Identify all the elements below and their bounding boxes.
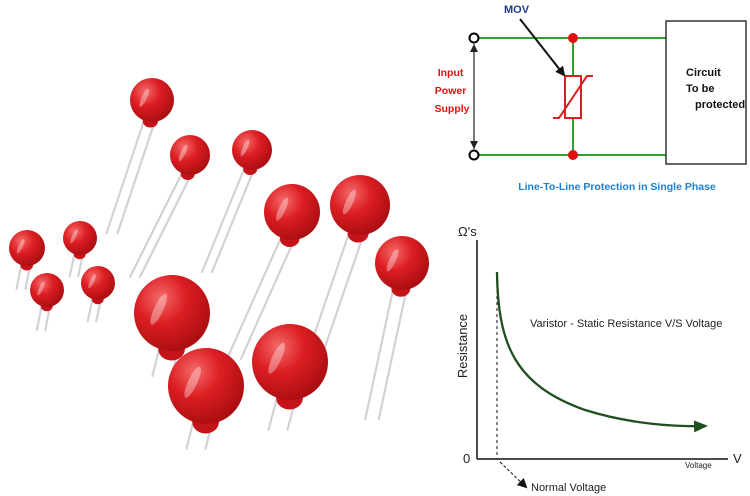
resistance-curve (495, 271, 708, 433)
protected-circuit-label-line: To be (686, 83, 715, 95)
circuit-diagram: MOV Input Power Supply Circuit To be pro… (434, 4, 747, 193)
protected-circuit-box (665, 20, 747, 165)
varistor-disc-icon (63, 221, 97, 278)
supply-label-line: Power (435, 85, 467, 97)
y-unit-label: Ω's (458, 224, 477, 239)
origin-label: 0 (463, 451, 470, 466)
supply-label: Input Power Supply (434, 67, 469, 115)
terminal-bottom (468, 149, 480, 161)
x-unit-label: V (733, 451, 742, 466)
protected-circuit-label: Circuit To be protected (686, 67, 745, 111)
supply-label-line: Input (438, 67, 464, 79)
junction-bottom (568, 150, 578, 160)
junction-top (568, 33, 578, 43)
supply-label-line: Supply (434, 103, 469, 115)
graph-title: Varistor - Static Resistance V/S Voltage (530, 318, 722, 330)
protected-circuit-label-line: protected (695, 99, 745, 111)
mov-label: MOV (504, 4, 530, 16)
varistor-disc-icon (9, 230, 45, 290)
varistor-disc-icon (200, 130, 272, 274)
varistor-disc-icon (364, 236, 429, 421)
x-axis-small-label: Voltage (685, 461, 712, 470)
varistor-photo (9, 78, 429, 450)
normal-voltage-label: Normal Voltage (531, 482, 606, 494)
terminal-top (468, 32, 480, 44)
varistor-disc-icon (128, 135, 210, 279)
varistor-disc-icon (105, 78, 174, 235)
mov-pointer-arrow (519, 18, 566, 77)
y-axis-label: Resistance (455, 314, 470, 378)
circuit-caption: Line-To-Line Protection in Single Phase (518, 181, 716, 193)
supply-arrow-down-icon (470, 141, 478, 149)
mov-symbol-icon (553, 75, 593, 119)
varistor-disc-icon (225, 184, 320, 360)
varistor-disc-icon (134, 275, 210, 377)
resistance-voltage-graph: Ω's Resistance 0 V Voltage Varistor - St… (455, 224, 742, 494)
varistor-disc-icon (252, 324, 328, 431)
varistor-disc-icon (168, 348, 244, 450)
normal-voltage-pointer-arrow (499, 461, 528, 489)
protected-circuit-label-line: Circuit (686, 67, 721, 79)
supply-arrow-up-icon (470, 44, 478, 52)
varistor-disc-icon (81, 266, 115, 323)
varistor-disc-icon (30, 273, 64, 332)
